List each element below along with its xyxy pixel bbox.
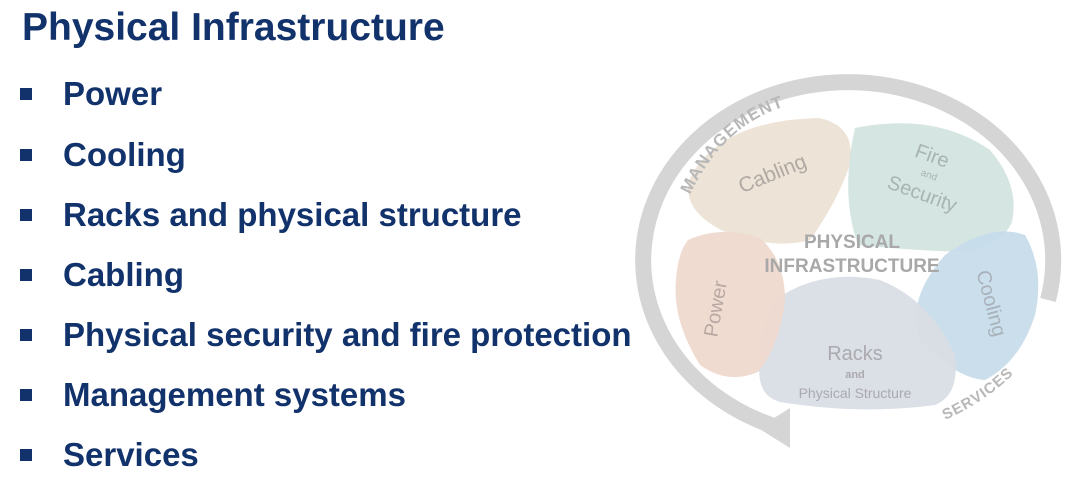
ring-arrow-head: [758, 408, 790, 448]
bullet-item: Services: [20, 435, 199, 475]
bullet-square-icon: [20, 88, 32, 100]
segment-label-racks-and: and: [845, 369, 865, 381]
bullet-label: Power: [63, 75, 163, 112]
bullet-label: Services: [63, 436, 199, 473]
bullet-square-icon: [20, 149, 32, 161]
bullet-label: Physical security and fire protection: [63, 316, 632, 353]
bullet-square-icon: [20, 269, 32, 281]
center-label-line1: PHYSICAL: [804, 232, 900, 253]
bullet-label: Management systems: [63, 376, 406, 413]
bullet-item: Racks and physical structure: [20, 195, 522, 235]
bullet-item: Management systems: [20, 375, 406, 415]
segment-fire-security: [848, 123, 1014, 252]
bullet-item: Cooling: [20, 135, 186, 175]
bullet-square-icon: [20, 449, 32, 461]
bullet-item: Physical security and fire protection: [20, 315, 632, 355]
segment-power: [675, 231, 785, 378]
bullet-square-icon: [20, 209, 32, 221]
segment-label-fire-and: and: [919, 168, 938, 184]
bullet-item: Power: [20, 74, 162, 114]
bullet-square-icon: [20, 329, 32, 341]
center-label-line2: INFRASTRUCTURE: [764, 256, 939, 277]
segment-racks: [759, 276, 956, 410]
bullet-item: Cabling: [20, 255, 184, 295]
bullet-label: Cooling: [63, 136, 186, 173]
bullet-square-icon: [20, 389, 32, 401]
bullet-label: Racks and physical structure: [63, 196, 522, 233]
page-title: Physical Infrastructure: [22, 6, 445, 49]
segment-label-racks: Racks: [827, 343, 883, 365]
segment-label-physical-structure: Physical Structure: [799, 385, 912, 401]
segment-cabling: [688, 118, 851, 244]
outer-ring: [635, 74, 1062, 436]
bullet-label: Cabling: [63, 256, 184, 293]
